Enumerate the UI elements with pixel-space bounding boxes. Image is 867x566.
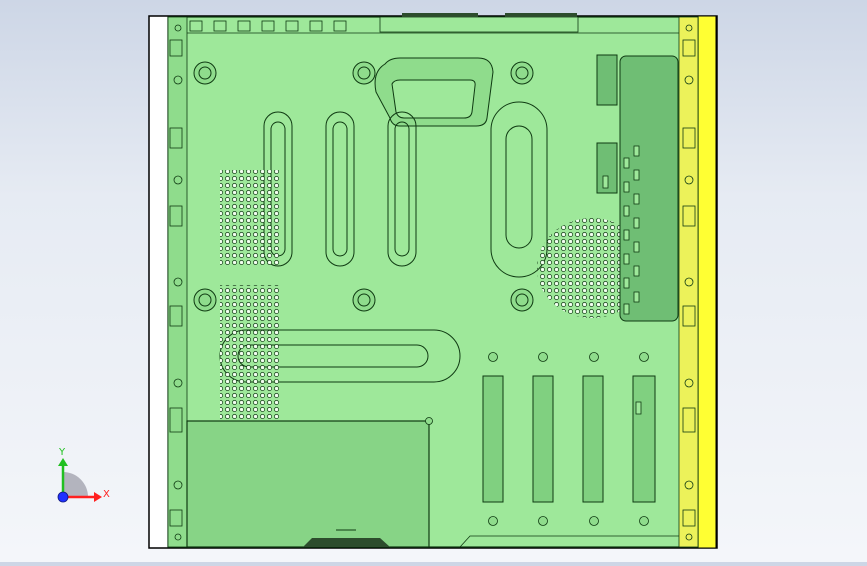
psu-bottom-tab <box>303 538 390 547</box>
triad-x-arrow <box>94 492 102 502</box>
top-bracket <box>379 16 579 33</box>
triad-y-arrow <box>58 458 68 466</box>
panel-clips <box>602 145 640 315</box>
triad-arc <box>63 472 88 497</box>
vent-holes-left-upper <box>220 170 280 265</box>
triad-x-label: X <box>103 489 110 500</box>
small-block-2 <box>596 142 618 194</box>
left-rail-notches <box>169 39 183 527</box>
right-dark-panel <box>619 55 679 322</box>
slot-clip <box>635 401 642 415</box>
top-connector-dark-1 <box>402 13 478 17</box>
standoffs <box>193 61 534 312</box>
left-rail-holes <box>173 24 183 541</box>
psu-screw <box>425 417 433 425</box>
right-rail-holes <box>684 24 694 541</box>
handle <box>374 57 494 127</box>
bottom-right-chamfer <box>459 535 679 548</box>
vent-holes-left-lower <box>220 285 280 420</box>
right-rail-notches <box>682 39 696 527</box>
small-block-1 <box>596 54 618 106</box>
slot-pins <box>488 352 649 526</box>
triad-z-axis <box>57 491 69 503</box>
top-connector-dark-2 <box>505 13 577 17</box>
top-connector-slots <box>189 20 347 32</box>
coordinate-triad: X Y <box>57 447 110 503</box>
right-side-panel <box>697 15 717 549</box>
power-supply-box <box>186 420 430 548</box>
triad-y-label: Y <box>58 447 66 458</box>
